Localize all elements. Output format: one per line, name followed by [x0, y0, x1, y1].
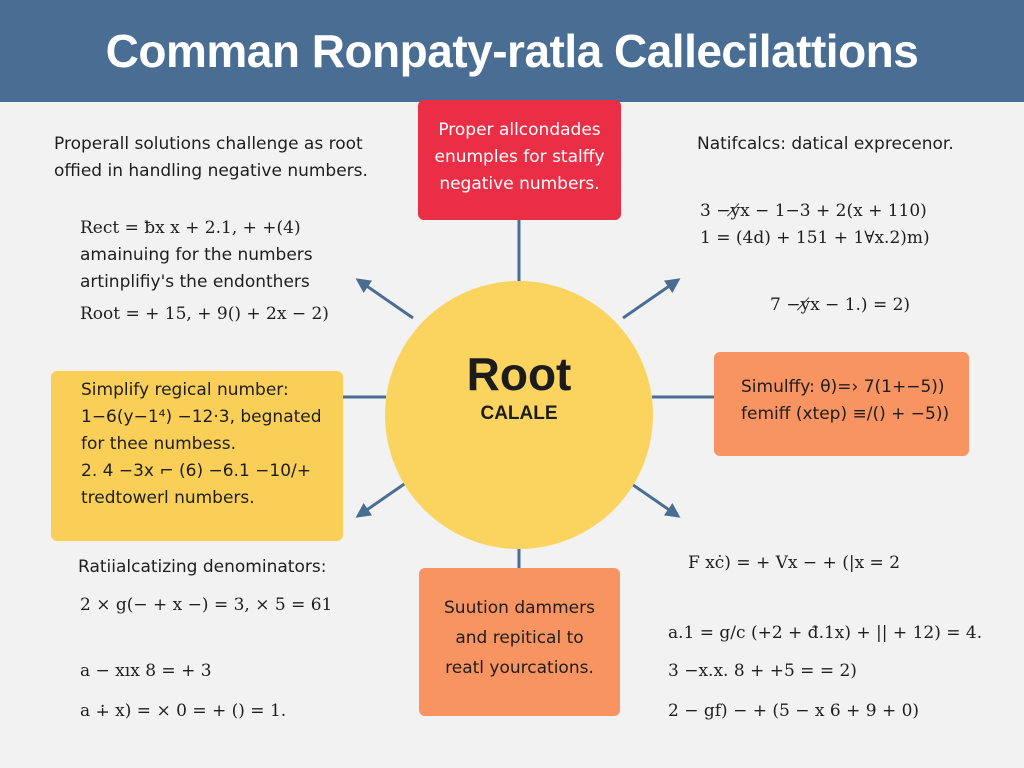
bottom-right-formula-4: 2 − gf) − + (5 − x 6 + 9 + 0) — [668, 701, 920, 721]
bottom-left-formula-3: a ∔ x) = × 0 = + () = 1. — [80, 701, 287, 721]
top-right-formulas: 3 −y̸x − 1−3 + 2(x + 110) 1 = (4d) + 151… — [700, 201, 930, 248]
bottom-right-formula-2: a.1 = g/c (+2 + đ.1x) + || + 12) = 4. — [668, 623, 983, 643]
bottom-left-formula-2: a − xıx 8 = + 3 — [80, 661, 212, 681]
top-box: Proper allcondades enumples for stalffy … — [418, 100, 621, 220]
bottom-right-formula-1: F xċ) = + Vx − + (|x = 2 — [688, 553, 901, 573]
arrow-up-left — [355, 278, 414, 320]
bottom-left-formula-1: 2 × g(− + x −) = 3, × 5 = 61 — [80, 595, 333, 615]
top-right-heading: Natifcalcs: datical exprecenor. — [697, 134, 954, 154]
center-node: Root CALALE — [385, 281, 653, 549]
left-formula-1: Rect = ƀx x + 2.1, + +(4) — [80, 218, 301, 238]
bottom-left-heading: Ratiialcatizing denominators: — [78, 557, 327, 577]
top-right-formula-3: 7 −y̸x − 1.) = 2) — [770, 295, 911, 315]
top-left-text: Properall solutions challenge as root of… — [54, 134, 368, 181]
left-box: Simplify regical number: 1−6(y−1⁴) −12·3… — [51, 371, 343, 541]
arrow-up-right — [622, 278, 681, 320]
title-banner: Comman Ronpaty-ratla Callecilattions — [0, 0, 1024, 102]
bottom-box: Suution dammers and repitical to reatl y… — [419, 568, 620, 716]
page-title: Comman Ronpaty-ratla Callecilattions — [105, 25, 919, 77]
bottom-right-formula-3: 3 −x.x. 8 + +5 = = 2) — [668, 661, 857, 681]
center-subtitle: CALALE — [480, 403, 558, 424]
center-title: Root — [466, 348, 572, 400]
left-formula-2: Root = + 15, + 9() + 2x − 2) — [80, 304, 329, 324]
right-box: Simulffy: θ)=› 7(1+−5)) femiff (xtep) ≡/… — [714, 352, 969, 456]
left-upper-text: amainuing for the numbers artinplifiy's … — [80, 245, 313, 292]
